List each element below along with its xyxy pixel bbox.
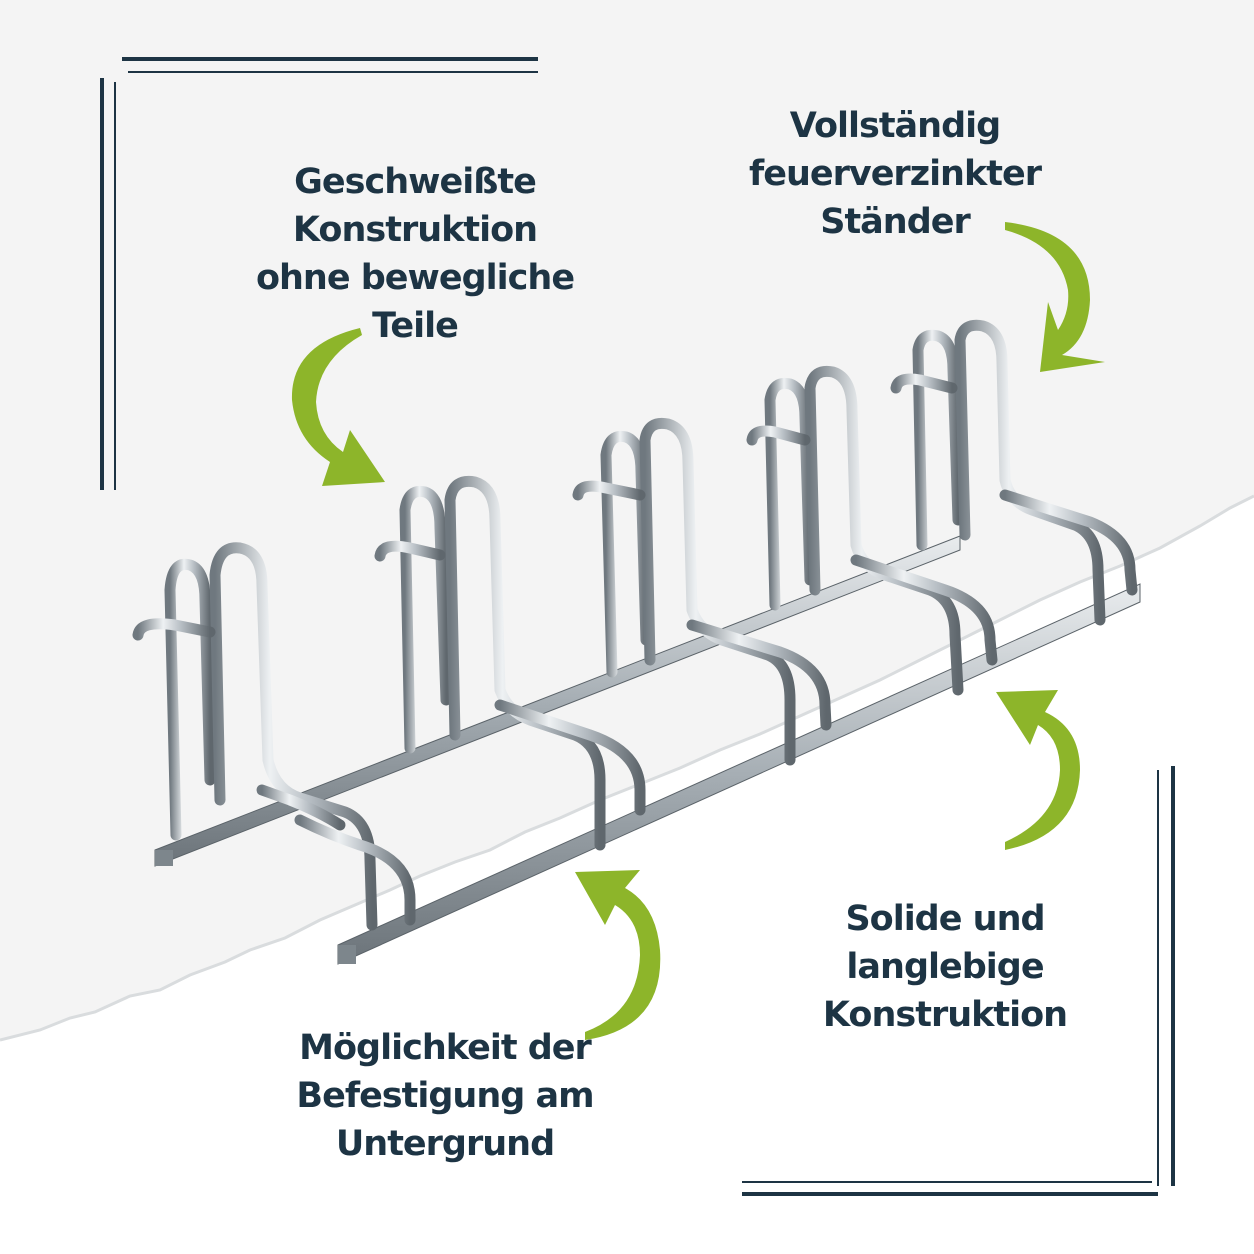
callout-line: Vollständig bbox=[789, 106, 1001, 146]
curved-arrow-up-icon bbox=[575, 870, 661, 1040]
bicycle-rack-image bbox=[132, 319, 1141, 965]
callout-line: Konstruktion bbox=[292, 210, 538, 250]
callout-line: Untergrund bbox=[335, 1124, 555, 1164]
torn-paper-edge bbox=[0, 494, 1254, 1042]
callout-welded-construction: Geschweißte Konstruktion ohne bewegliche… bbox=[250, 158, 580, 350]
callout-line: feuerverzinkter bbox=[749, 154, 1042, 194]
callout-galvanized: Vollständig feuerverzinkter Ständer bbox=[735, 102, 1055, 246]
callout-line: Ständer bbox=[820, 202, 971, 242]
callout-line: langlebige bbox=[846, 947, 1044, 987]
callout-durable: Solide und langlebige Konstruktion bbox=[800, 895, 1090, 1039]
callout-line: Geschweißte bbox=[294, 162, 537, 202]
callout-ground-mounting: Möglichkeit der Befestigung am Untergrun… bbox=[290, 1024, 600, 1168]
callout-line: Teile bbox=[372, 306, 459, 346]
frame-corner-bottom-right bbox=[742, 766, 1175, 1196]
curved-arrow-down-left-icon bbox=[1005, 222, 1105, 372]
curved-arrow-down-right-icon bbox=[291, 328, 385, 486]
callout-line: Solide und bbox=[845, 899, 1045, 939]
callout-line: ohne bewegliche bbox=[255, 258, 575, 298]
callout-line: Möglichkeit der bbox=[299, 1028, 592, 1068]
curved-arrow-up-icon bbox=[996, 690, 1080, 850]
callout-line: Konstruktion bbox=[822, 995, 1068, 1035]
frame-corner-top-left bbox=[100, 57, 538, 490]
callout-line: Befestigung am bbox=[296, 1076, 594, 1116]
